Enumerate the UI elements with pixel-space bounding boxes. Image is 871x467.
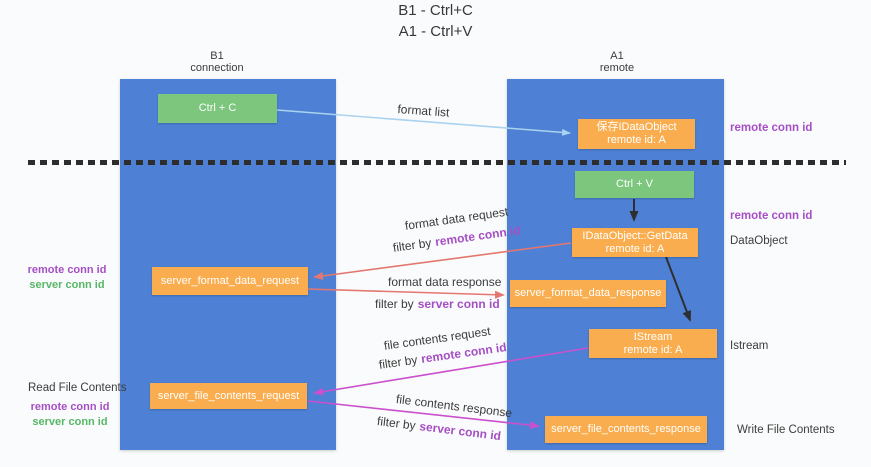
ctrl-v-label: Ctrl + V [616,178,653,190]
ctrl-c-label: Ctrl + C [198,102,237,114]
left-conn-id-group-format: remote conn id server conn id [26,263,108,293]
a1-subtitle: remote [599,62,635,74]
dataobject-label: DataObject [730,235,788,247]
remote-conn-id-text: remote conn id [30,401,110,413]
b1-name: B1 [210,50,224,62]
format-list-label: format list [397,102,450,120]
remote-conn-id-text: remote conn id [730,210,813,222]
title-line-1: B1 - Ctrl+C [398,2,473,19]
save-dataobject-line2: remote id: A [607,134,666,146]
getdata-line2: remote id: A [605,242,665,255]
read-file-contents-label: Read File Contents [28,382,127,394]
istream-line1: IStream [633,330,673,343]
save-dataobject-box: 保存IDataObject remote id: A [578,119,695,149]
server-format-data-request-box: server_format_data_request [152,267,308,295]
istream-box: IStream remote id: A [589,329,717,358]
istream-line2: remote id: A [623,343,683,356]
title-line-2: A1 - Ctrl+V [398,23,473,40]
save-dataobject-line1: 保存IDataObject [596,121,677,133]
arrow-format-data-response [307,288,505,299]
filter-by-text: filter by [378,352,419,372]
write-file-contents-label: Write File Contents [737,424,835,436]
filter-by-text: filter by [375,297,414,311]
filter-by-text: filter by [392,235,433,255]
dashed-divider-line [28,160,846,165]
column-header-b1: B1 connection [157,50,277,74]
server-conn-id-text: server conn id [418,419,502,444]
ctrl-v-box: Ctrl + V [575,171,694,198]
b1-subtitle: connection [190,62,244,74]
left-conn-id-group-file: remote conn id server conn id [30,400,110,430]
ctrl-c-box: Ctrl + C [158,94,277,123]
remote-conn-id-text: remote conn id [730,122,813,134]
diagram-title: B1 - Ctrl+C A1 - Ctrl+V [0,0,871,42]
format-data-response-label: format data response [388,275,502,289]
server-file-contents-request-label: server_file_contents_request [157,389,300,402]
istream-label: Istream [730,340,769,352]
server-conn-id-text: server conn id [417,297,500,311]
server-conn-id-text: server conn id [29,279,105,291]
a1-name: A1 [610,50,624,62]
column-header-a1: A1 remote [557,50,677,74]
server-file-contents-response-box: server_file_contents_response [545,416,707,443]
getdata-line1: IDataObject::GetData [582,229,688,242]
server-format-data-request-label: server_format_data_request [160,274,300,287]
remote-conn-id-text: remote conn id [27,264,107,276]
server-conn-id-text: server conn id [32,416,108,428]
server-format-data-response-label: server_format_data_response [514,287,662,299]
server-file-contents-request-box: server_file_contents_request [150,383,307,409]
server-file-contents-response-label: server_file_contents_response [551,423,701,435]
server-format-data-response-box: server_format_data_response [510,280,666,307]
file-contents-response-label: file contents response [395,392,513,421]
getdata-box: IDataObject::GetData remote id: A [572,228,698,257]
filter-by-text: filter by [376,414,417,433]
